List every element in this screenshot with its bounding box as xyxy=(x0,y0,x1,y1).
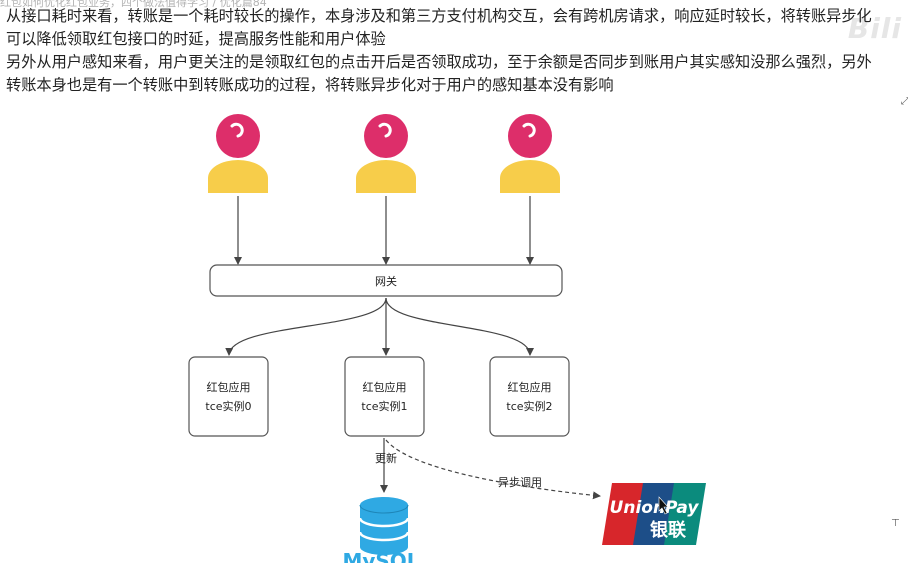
app-instance-0[interactable]: 红包应用 tce实例0 xyxy=(188,356,269,437)
app-name: 红包应用 xyxy=(508,380,552,394)
user-icon-1 xyxy=(356,114,416,193)
paragraph-line: 转账本身也是有一个转账中到转账成功的过程，将转账异步化对于用户的感知基本没有影响 xyxy=(6,76,614,94)
app-instance-2[interactable]: 红包应用 tce实例2 xyxy=(489,356,570,437)
paragraph-line: 另外从用户感知来看，用户更关注的是领取红包的点击开后是否领取成功，至于余额是否同… xyxy=(6,53,872,71)
gateway-label: 网关 xyxy=(375,274,397,288)
instance-name: tce实例0 xyxy=(205,399,251,413)
breadcrumb: 红包如何优化红包业务，四个做法值得学习 / 优化篇84 xyxy=(0,0,267,9)
arrow-gateway-app2 xyxy=(385,297,534,356)
arrow-async-unionpay xyxy=(385,439,601,500)
watermark: Bili xyxy=(847,12,902,45)
resize-handle-icon[interactable]: ⤢ xyxy=(901,96,908,107)
unionpay-logo: UnionPay 银联 xyxy=(602,483,706,545)
paragraph-transfer-latency: 从接口耗时来看，转账是一个耗时较长的操作，本身涉及和第三方支付机构交互，会有跨机… xyxy=(6,5,872,51)
async-label: 异步调用 xyxy=(498,476,542,489)
paragraph-user-perception: 另外从用户感知来看，用户更关注的是领取红包的点击开后是否领取成功，至于余额是否同… xyxy=(6,51,872,97)
paragraph-line: 从接口耗时来看，转账是一个耗时较长的操作，本身涉及和第三方支付机构交互，会有跨机… xyxy=(6,7,872,25)
mysql-database-icon xyxy=(358,497,410,555)
arrow-gateway-app0 xyxy=(225,297,387,356)
instance-name: tce实例2 xyxy=(506,399,552,413)
app-name: 红包应用 xyxy=(207,380,251,394)
app-name: 红包应用 xyxy=(363,380,407,394)
update-label: 更新 xyxy=(375,451,397,465)
app-instance-1[interactable]: 红包应用 tce实例1 xyxy=(344,356,425,437)
instance-name: tce实例1 xyxy=(361,399,407,413)
mouse-cursor-icon xyxy=(658,496,669,515)
mysql-label: MySQL xyxy=(342,549,419,563)
scroll-marker-icon[interactable]: ⊤ xyxy=(891,518,900,529)
user-icon-0 xyxy=(208,114,268,193)
gateway-box[interactable] xyxy=(209,264,563,297)
unionpay-cn-text: 银联 xyxy=(650,519,686,541)
paragraph-line: 可以降低领取红包接口的时延，提高服务性能和用户体验 xyxy=(6,30,386,48)
user-icon-2 xyxy=(500,114,560,193)
unionpay-en-text: UnionPay xyxy=(610,498,700,518)
